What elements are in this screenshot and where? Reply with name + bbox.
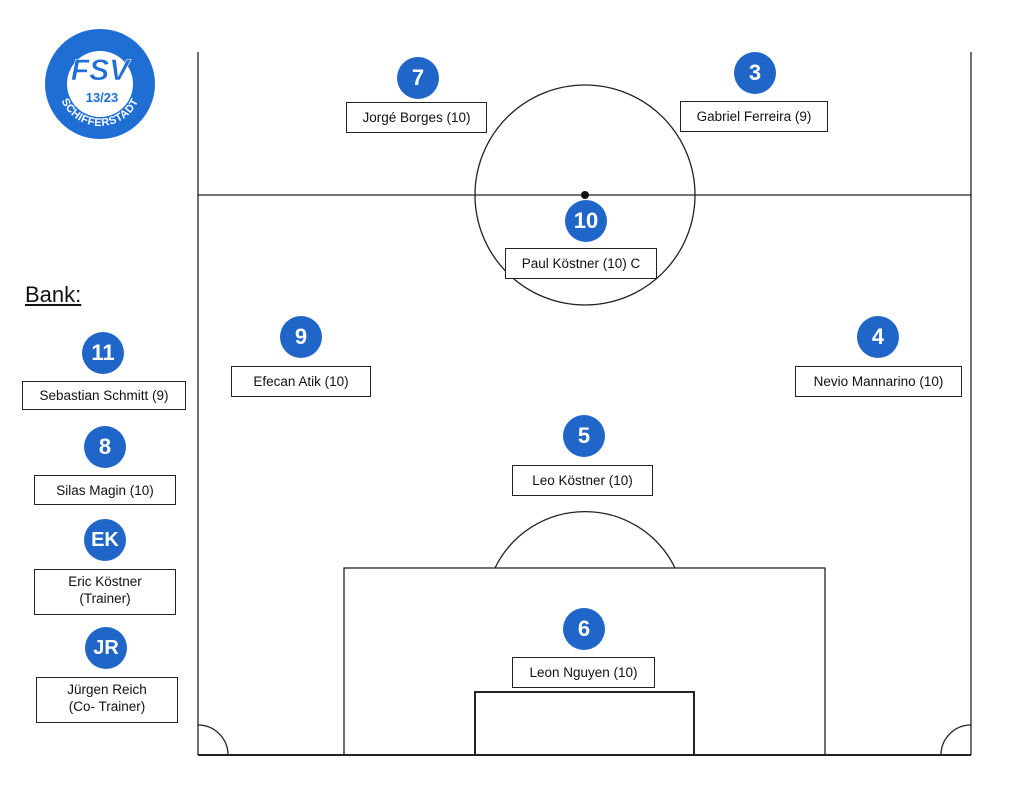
bench-number-badge: JR <box>85 627 127 669</box>
bench-name-box: Jürgen Reich (Co- Trainer) <box>36 677 178 723</box>
player-name-box: Leo Köstner (10) <box>512 465 653 496</box>
player-name-box: Leon Nguyen (10) <box>512 657 655 688</box>
player-number-badge: 4 <box>857 316 899 358</box>
player-number-badge: 6 <box>563 608 605 650</box>
center-circle <box>474 84 696 306</box>
bench-name-box: Sebastian Schmitt (9) <box>22 381 186 410</box>
center-spot <box>581 191 589 199</box>
penalty-arc <box>494 511 676 569</box>
corner-arc-right <box>940 724 972 756</box>
player-number-badge: 10 <box>565 200 607 242</box>
goal-area <box>474 691 695 756</box>
bench-name-box: Eric Köstner (Trainer) <box>34 569 176 615</box>
bench-number-badge: EK <box>84 519 126 561</box>
logo-middle-text: 13/23 <box>86 90 119 105</box>
bench-number-badge: 11 <box>82 332 124 374</box>
player-name-box: Efecan Atik (10) <box>231 366 371 397</box>
player-name-box: Paul Köstner (10) C <box>505 248 657 279</box>
player-number-badge: 9 <box>280 316 322 358</box>
player-name-box: Gabriel Ferreira (9) <box>680 101 828 132</box>
logo-top-text: FSV <box>71 54 132 87</box>
bench-name: Eric Köstner <box>68 574 142 589</box>
bench-role: (Trainer) <box>79 591 131 606</box>
player-number-badge: 7 <box>397 57 439 99</box>
player-number-badge: 3 <box>734 52 776 94</box>
bench-number-badge: 8 <box>84 426 126 468</box>
player-name-box: Nevio Mannarino (10) <box>795 366 962 397</box>
bench-name: Jürgen Reich <box>67 682 147 697</box>
corner-arc-left <box>197 724 229 756</box>
player-name-box: Jorgé Borges (10) <box>346 102 487 133</box>
bench-label: Bank: <box>25 282 82 307</box>
bench-name-box: Silas Magin (10) <box>34 475 176 505</box>
player-number-badge: 5 <box>563 415 605 457</box>
club-logo: FSV 13/23 SCHIFFERSTADT <box>45 29 155 139</box>
bench-role: (Co- Trainer) <box>68 699 146 714</box>
